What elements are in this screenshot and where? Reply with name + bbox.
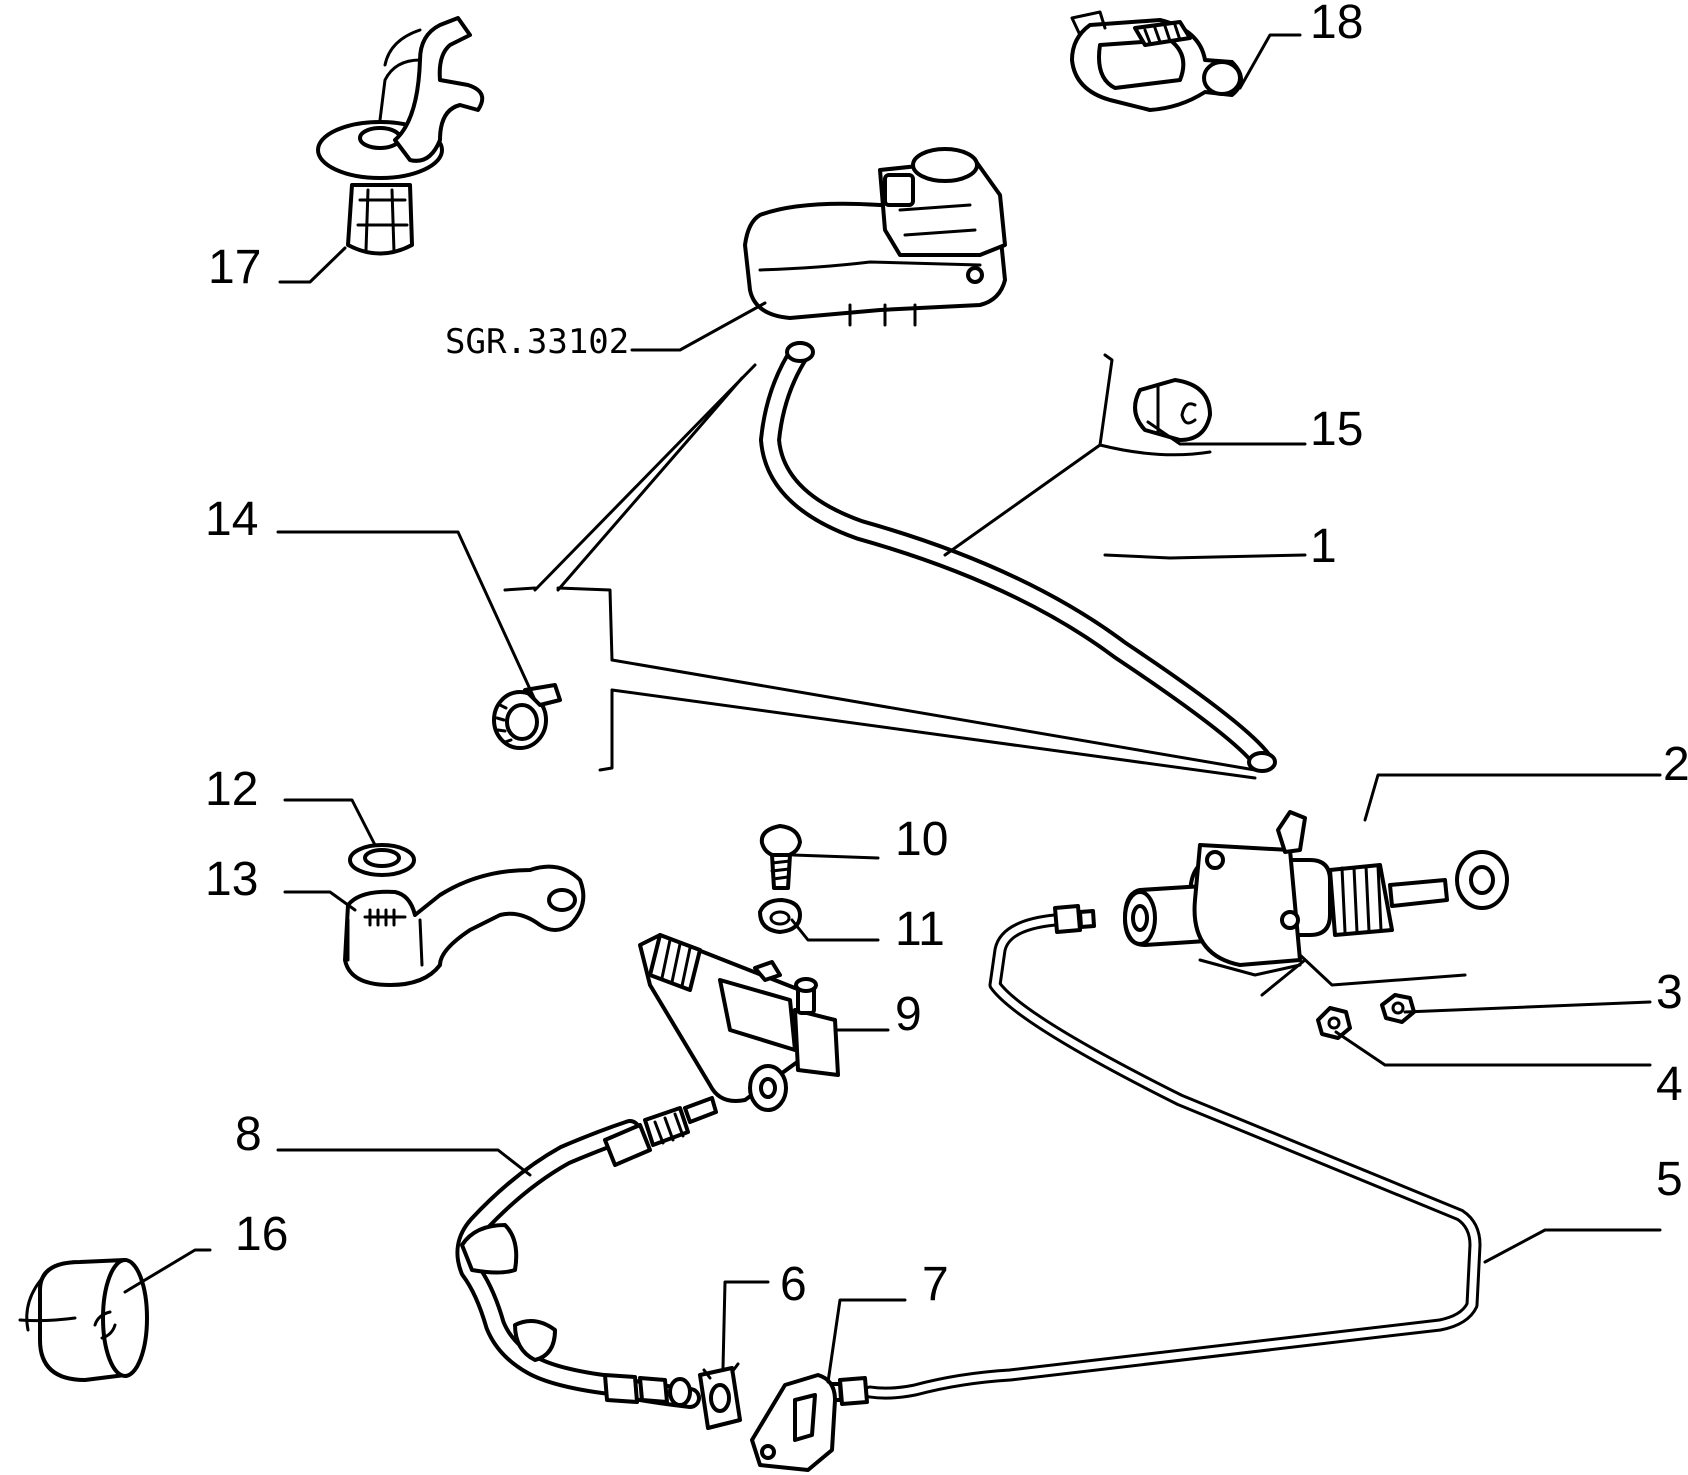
part-15-hose-clip — [1133, 378, 1212, 442]
part-10-bleed-screw — [759, 824, 802, 890]
part-2-clutch-master-cylinder — [1123, 810, 1509, 977]
callout-1: 1 — [1310, 520, 1337, 573]
callout-17: 17 — [208, 241, 261, 294]
callout-13: 13 — [205, 853, 258, 906]
part-9-slave-cylinder — [638, 933, 840, 1112]
callout-14: 14 — [205, 493, 258, 546]
part-18-hose-clip — [1070, 10, 1243, 112]
callout-18: 18 — [1310, 0, 1363, 49]
part-13-release-lever — [343, 864, 586, 987]
master-cylinder-mount-line-2 — [1260, 958, 1307, 997]
part-6-clip — [698, 1362, 742, 1430]
part-3-nut — [1380, 993, 1416, 1024]
part-16-rubber-buffer — [18, 1258, 149, 1382]
brake-fluid-reservoir — [743, 147, 1007, 327]
part-5-rigid-pipe — [826, 904, 1482, 1406]
callout-8: 8 — [235, 1108, 262, 1161]
part-14-hose-clamp — [492, 683, 562, 750]
part-4-washer — [1316, 1006, 1352, 1040]
callout-2: 2 — [1663, 738, 1688, 791]
part-11-dust-cap — [758, 898, 802, 934]
callout-5: 5 — [1656, 1153, 1683, 1206]
callout-15: 15 — [1310, 403, 1363, 456]
part-12-circlip — [348, 843, 416, 877]
callout-16: 16 — [235, 1208, 288, 1261]
part-8-flexible-hose — [455, 1096, 718, 1409]
part-1-supply-hose — [759, 341, 1277, 773]
master-cylinder-mount-line — [1298, 953, 1467, 987]
reservoir-reference-label: SGR.33102 — [445, 322, 629, 362]
callout-labels: 1 2 3 4 5 6 7 8 9 10 11 12 13 14 15 16 1… — [205, 0, 1688, 1311]
callout-3: 3 — [1656, 966, 1683, 1019]
callout-7: 7 — [922, 1258, 949, 1311]
callout-4: 4 — [1656, 1058, 1683, 1111]
callout-11: 11 — [895, 903, 945, 956]
part-17-reservoir-cap — [316, 16, 485, 256]
leader-lines — [123, 33, 1662, 1384]
callout-9: 9 — [895, 988, 922, 1041]
callout-10: 10 — [895, 813, 948, 866]
callout-12: 12 — [205, 763, 258, 816]
part-7-bracket — [750, 1373, 837, 1472]
callout-6: 6 — [780, 1258, 807, 1311]
clamp-position-indicators — [503, 353, 1257, 780]
reservoir-leader-line — [630, 301, 767, 352]
